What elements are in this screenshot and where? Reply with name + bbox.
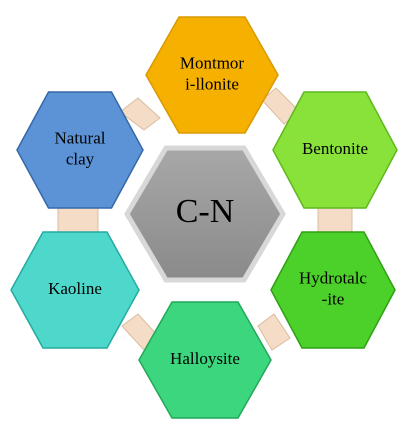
hexagon-montmorillonite-shape xyxy=(145,16,279,134)
hexagon-bentonite-label-line-0: Bentonite xyxy=(302,139,368,158)
hexagon-hydrotalcite-shape xyxy=(270,231,396,349)
hexagon-halloysite-shape xyxy=(138,301,272,419)
hexagon-hydrotalcite-label-line-1: -ite xyxy=(322,289,345,308)
connector-layer xyxy=(57,87,353,351)
hexagon-kaoline-shape xyxy=(10,231,140,349)
connector-1 xyxy=(317,207,353,233)
connector-5 xyxy=(119,97,161,131)
center-hexagon-label: C-N xyxy=(176,193,235,230)
hexagon-hydrotalcite-label-line-0: Hydrotalc xyxy=(299,268,367,287)
hexagon-montmorillonite: Montmor i-llonite xyxy=(145,16,279,134)
hexagon-natural-clay-label-line-0: Natural xyxy=(55,128,106,147)
hexagon-bentonite-shape xyxy=(272,91,398,209)
hexagon-natural-clay-shape xyxy=(16,91,144,209)
hexagon-halloysite-label-line-0: Halloysite xyxy=(170,349,240,368)
hexagon-montmorillonite-label-line-1: i-llonite xyxy=(185,74,239,93)
hexagon-natural-clay-label-line-1: clay xyxy=(66,149,95,168)
hexagon-kaoline-label-line-0: Kaoline xyxy=(48,279,102,298)
hexagon-halloysite: Halloysite xyxy=(138,301,272,419)
hexagon-hydrotalcite: Hydrotalc -ite xyxy=(270,231,396,349)
connector-2 xyxy=(257,313,291,351)
hexagon-natural-clay: Natural clay xyxy=(16,91,144,209)
hexagon-kaoline: Kaoline xyxy=(10,231,140,349)
hexagon-montmorillonite-label-line-0: Montmor xyxy=(180,53,245,72)
hexagon-bentonite: Bentonite xyxy=(272,91,398,209)
center-hexagon xyxy=(124,145,286,283)
connector-4 xyxy=(57,207,99,233)
